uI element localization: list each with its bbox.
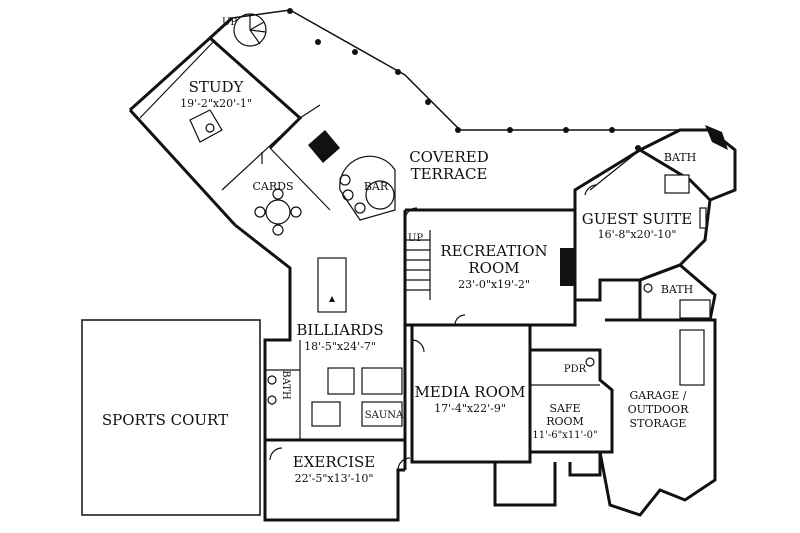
billiards-walls (263, 210, 407, 470)
door-swings (261, 152, 598, 471)
bath-right-walls (638, 263, 717, 322)
bath-right-label: BATH (661, 283, 693, 296)
study-wing-walls (128, 16, 331, 320)
media-room-dims: 17'-4"x22'-9" (434, 402, 506, 415)
fireplace-study (308, 130, 340, 163)
pdr-label: PDR (564, 364, 587, 375)
recreation-label-1: RECREATION (440, 242, 547, 260)
media-room-walls (410, 323, 532, 464)
guest-suite-label: GUEST SUITE (582, 210, 692, 228)
safe-room-walls (530, 348, 614, 454)
garage-walls (598, 318, 717, 517)
bottom-recesses (493, 452, 602, 507)
billiards-label: BILLIARDS (296, 321, 383, 339)
exercise-dims: 22'-5"x13'-10" (295, 472, 374, 485)
stair-up-top-label: UP (222, 17, 237, 28)
sauna-label: SAUNA (365, 410, 404, 421)
safe-room-dims: 11'-6"x11'-0" (532, 430, 597, 441)
study-dims: 19'-2"x20'-1" (180, 97, 252, 110)
study-desk (189, 109, 223, 143)
bath-left-label: BATH (280, 370, 291, 400)
guest-suite-walls (573, 125, 737, 302)
sports-court-label: SPORTS COURT (102, 411, 228, 429)
spiral-stair (233, 13, 267, 47)
stair-up-rec-label: UP (408, 233, 423, 244)
bath-left-walls (265, 340, 403, 440)
recreation-label-2: ROOM (468, 259, 519, 277)
safe-room-label-2: ROOM (546, 415, 584, 428)
sports-court-area (81, 319, 261, 516)
guest-suite-dims: 16'-8"x20'-10" (598, 228, 677, 241)
media-room-label: MEDIA ROOM (414, 383, 525, 401)
exercise-label: EXERCISE (293, 453, 376, 471)
garage-label-2: OUTDOOR (628, 403, 689, 416)
recreation-dims: 23'-0"x19'-2" (458, 278, 530, 291)
terrace-label-1: COVERED (409, 148, 489, 166)
garage-label-3: STORAGE (630, 417, 687, 430)
study-label: STUDY (189, 78, 245, 96)
bath-top-label: BATH (664, 151, 696, 164)
cards-table (254, 188, 302, 236)
bar-label: BAR (364, 180, 389, 193)
cards-label: CARDS (253, 180, 294, 193)
bar-counter (339, 155, 396, 221)
terrace-label-2: TERRACE (411, 165, 488, 183)
garage-label-1: GARAGE / (630, 389, 687, 402)
billiards-dims: 18'-5"x24'-7" (304, 340, 376, 353)
safe-room-label-1: SAFE (549, 402, 580, 415)
exercise-walls (263, 440, 405, 522)
